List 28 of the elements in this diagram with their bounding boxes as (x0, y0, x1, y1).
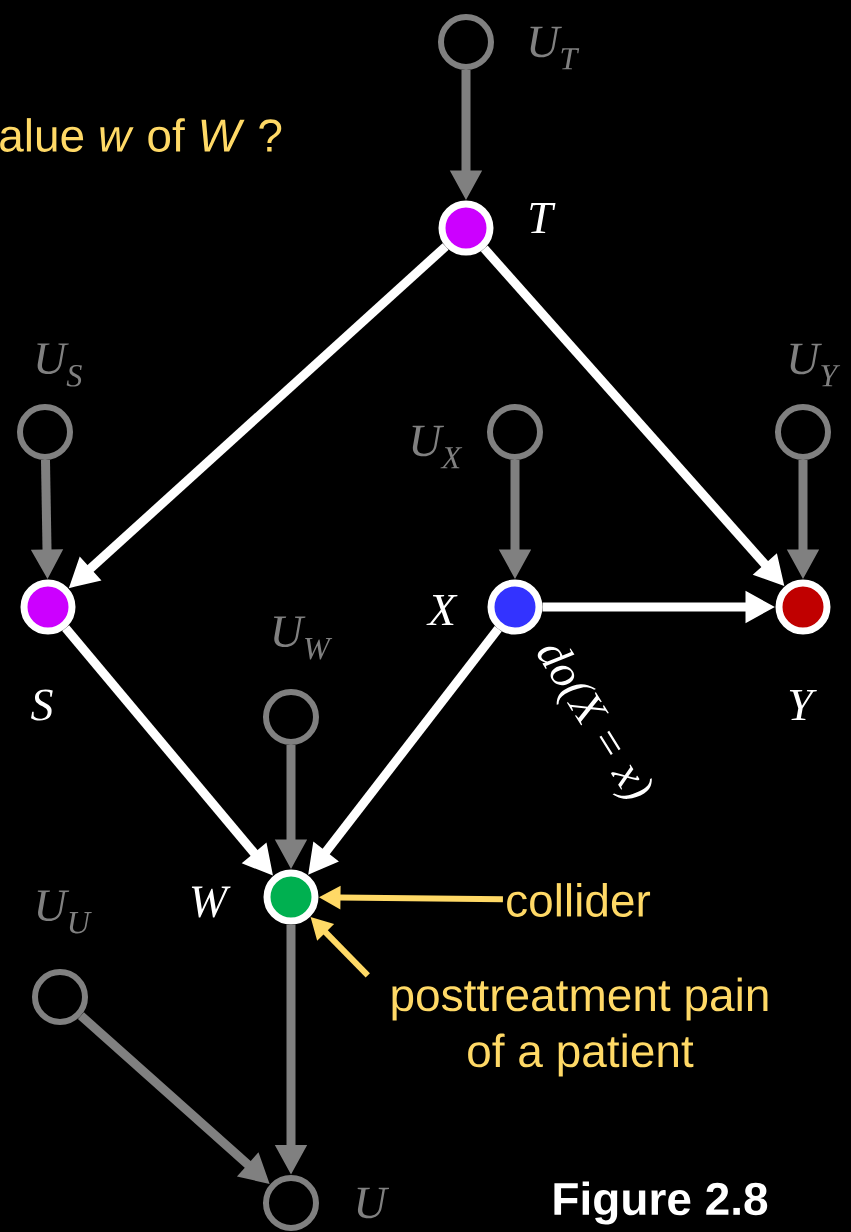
open-circle (487, 404, 543, 460)
open-circle (775, 404, 831, 460)
figure-caption: Figure 2.8 (554, 1181, 768, 1225)
question-text: alue w of W ? (0, 118, 282, 152)
open-circle (263, 1175, 319, 1231)
variable-label: T (530, 202, 556, 234)
open-circle (263, 689, 319, 745)
variable-circle (775, 579, 831, 635)
subscript-label: U$_{X}$ (412, 425, 463, 469)
subscript-label: U (357, 1187, 390, 1219)
subscript-label: U$_{S}$ (37, 343, 82, 387)
subscript-label: U$_{U}$ (37, 890, 92, 934)
open-circle (32, 969, 88, 1025)
note-text: posttreatment pain of a patient (392, 977, 768, 1077)
subscript-label: U$_{Y}$ (790, 343, 841, 387)
variable-label: Y (789, 689, 817, 721)
variable-label: X (426, 594, 458, 626)
open-circle (17, 404, 73, 460)
variable-circle (487, 579, 543, 635)
open-circle (438, 14, 494, 70)
note-text: collider (507, 883, 651, 917)
variable-circle (438, 200, 494, 256)
variable-label: S (31, 689, 53, 721)
variable-circle (263, 869, 319, 925)
variable-label: W (191, 886, 231, 918)
subscript-label: U$_{T}$ (530, 26, 580, 70)
subscript-label: U$_{W}$ (273, 616, 333, 660)
variable-circle (20, 579, 76, 635)
